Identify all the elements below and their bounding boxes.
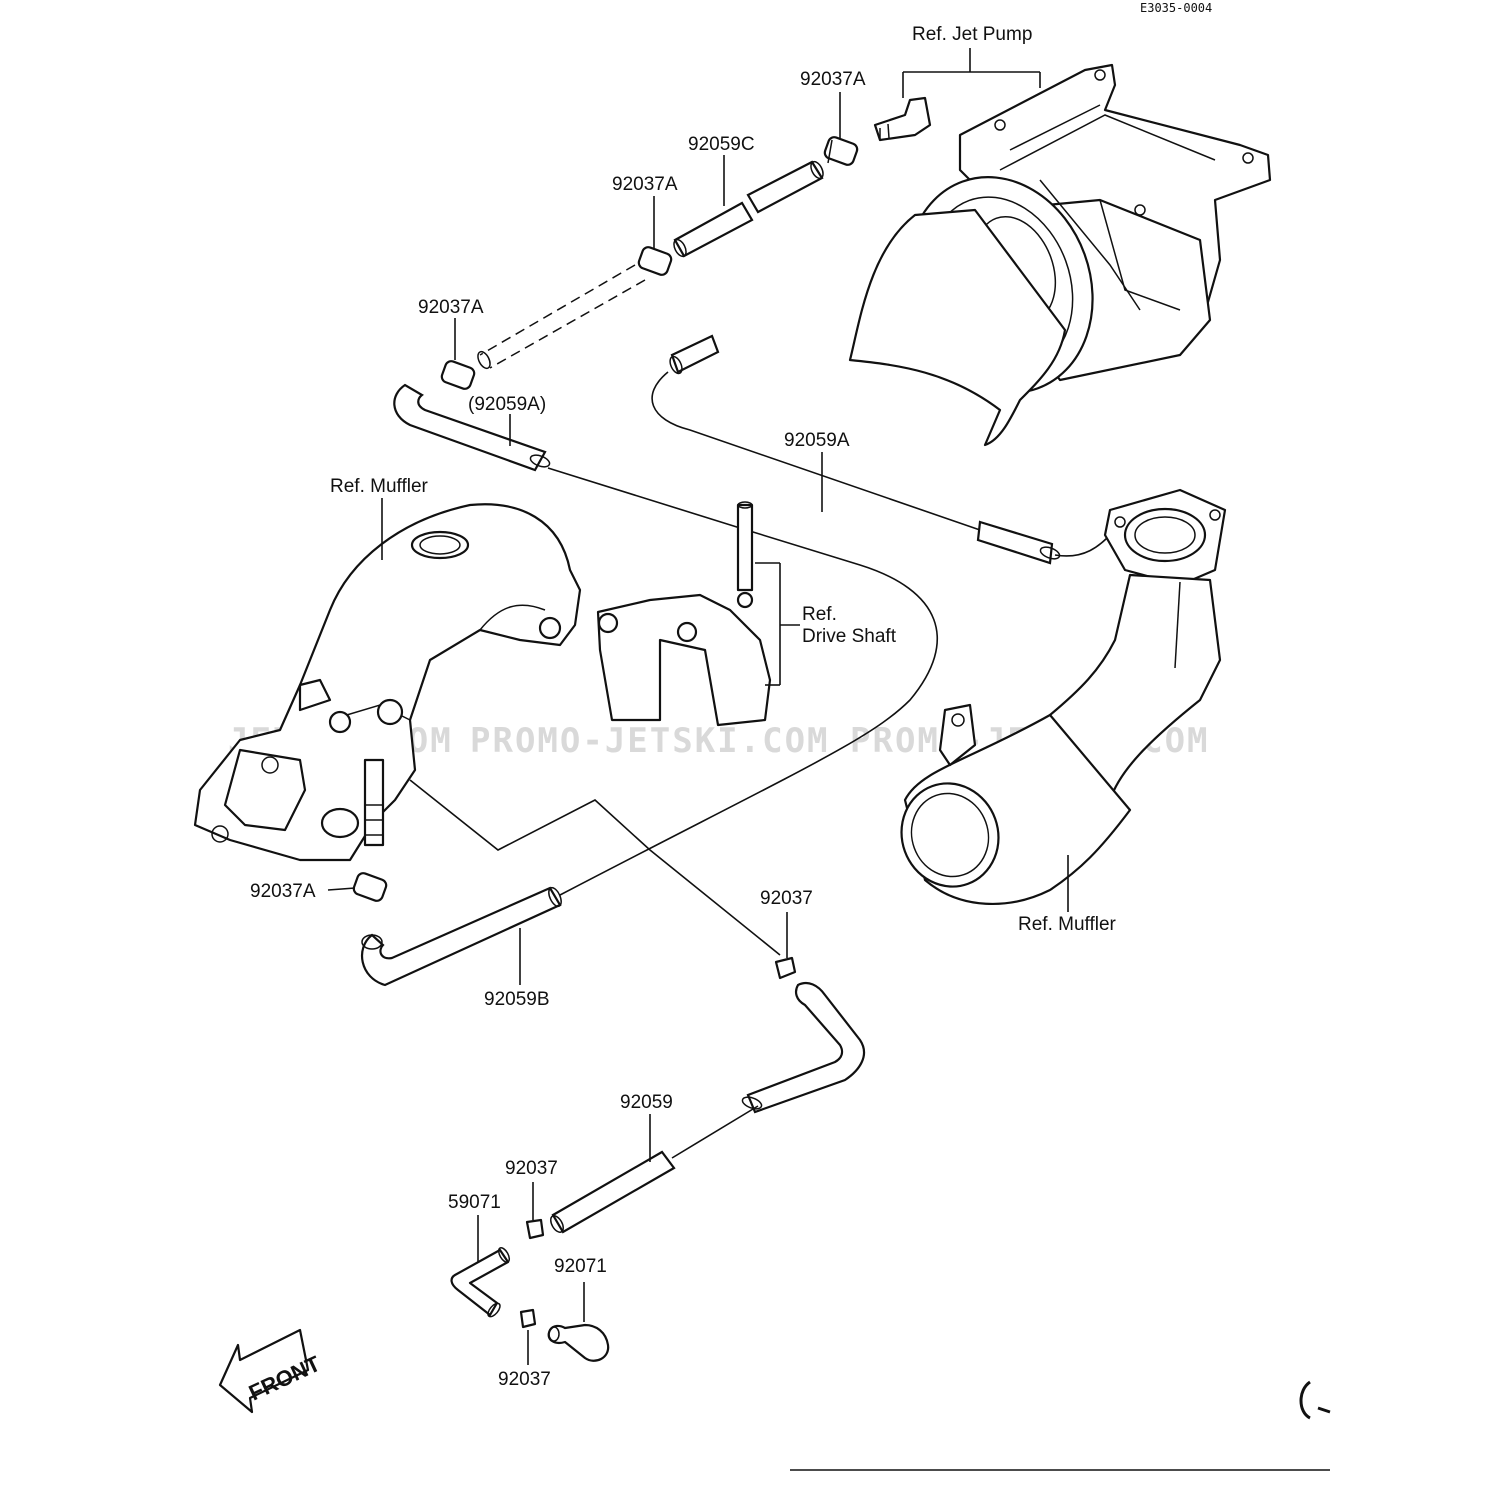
front-arrow: FRONT — [218, 1328, 325, 1414]
fitting-59071-label: 59071 — [448, 1192, 501, 1213]
ref-jet-pump-callout: Ref. Jet Pump — [902, 24, 1041, 98]
clamp-top-label: 92037A — [800, 69, 866, 90]
watermark-mid: PROMO-JETSKI.COM — [470, 721, 830, 761]
fitting-assembly: 92037 59071 92037 92071 — [448, 1158, 610, 1390]
hose-92059B-assembly: 92037A 92059B — [250, 872, 562, 1010]
hose-92059-label: 92059 — [620, 1092, 673, 1113]
clamp-92037-mid-label: 92037 — [760, 888, 813, 909]
hose-92059A-right: 92059A — [651, 334, 1111, 565]
clamp-upper-left-label: 92037A — [418, 297, 484, 318]
drive-shaft-drawing: Ref. Drive Shaft — [596, 501, 897, 727]
hose-92059C-assembly: 92037A 92059C 92037A 92037A — [418, 69, 866, 390]
hose-92059B-label: 92059B — [484, 989, 550, 1010]
elbow-fitting — [873, 96, 932, 142]
hose-92059A-left: (92059A) — [393, 383, 938, 896]
muffler-left-drawing: Ref. Muffler — [193, 476, 781, 956]
corner-mark — [1299, 1380, 1331, 1420]
ref-drive-shaft-label-2: Drive Shaft — [802, 626, 897, 647]
hose-92059A-paren-label: (92059A) — [468, 394, 546, 415]
jet-pump-drawing — [848, 63, 1272, 447]
cap-92071-label: 92071 — [554, 1256, 607, 1277]
ref-drive-shaft-label-1: Ref. — [802, 604, 837, 625]
drawing-number: E3035-0004 — [1140, 1, 1212, 15]
ref-muffler-right-label: Ref. Muffler — [1018, 914, 1117, 935]
clamp-lower-left-label: 92037A — [250, 881, 316, 902]
ref-jet-pump-label: Ref. Jet Pump — [912, 24, 1032, 45]
hose-92059A-label: 92059A — [784, 430, 850, 451]
hose-92059-assembly: 92037 92059 — [550, 888, 866, 1234]
ref-muffler-left-label: Ref. Muffler — [330, 476, 429, 497]
clamp-mid-label: 92037A — [612, 174, 678, 195]
muffler-right-drawing: Ref. Muffler — [900, 488, 1227, 935]
clamp-92037-low-label: 92037 — [505, 1158, 558, 1179]
clamp-92037-bottom-label: 92037 — [498, 1369, 551, 1390]
hose-92059C-label: 92059C — [688, 134, 755, 155]
